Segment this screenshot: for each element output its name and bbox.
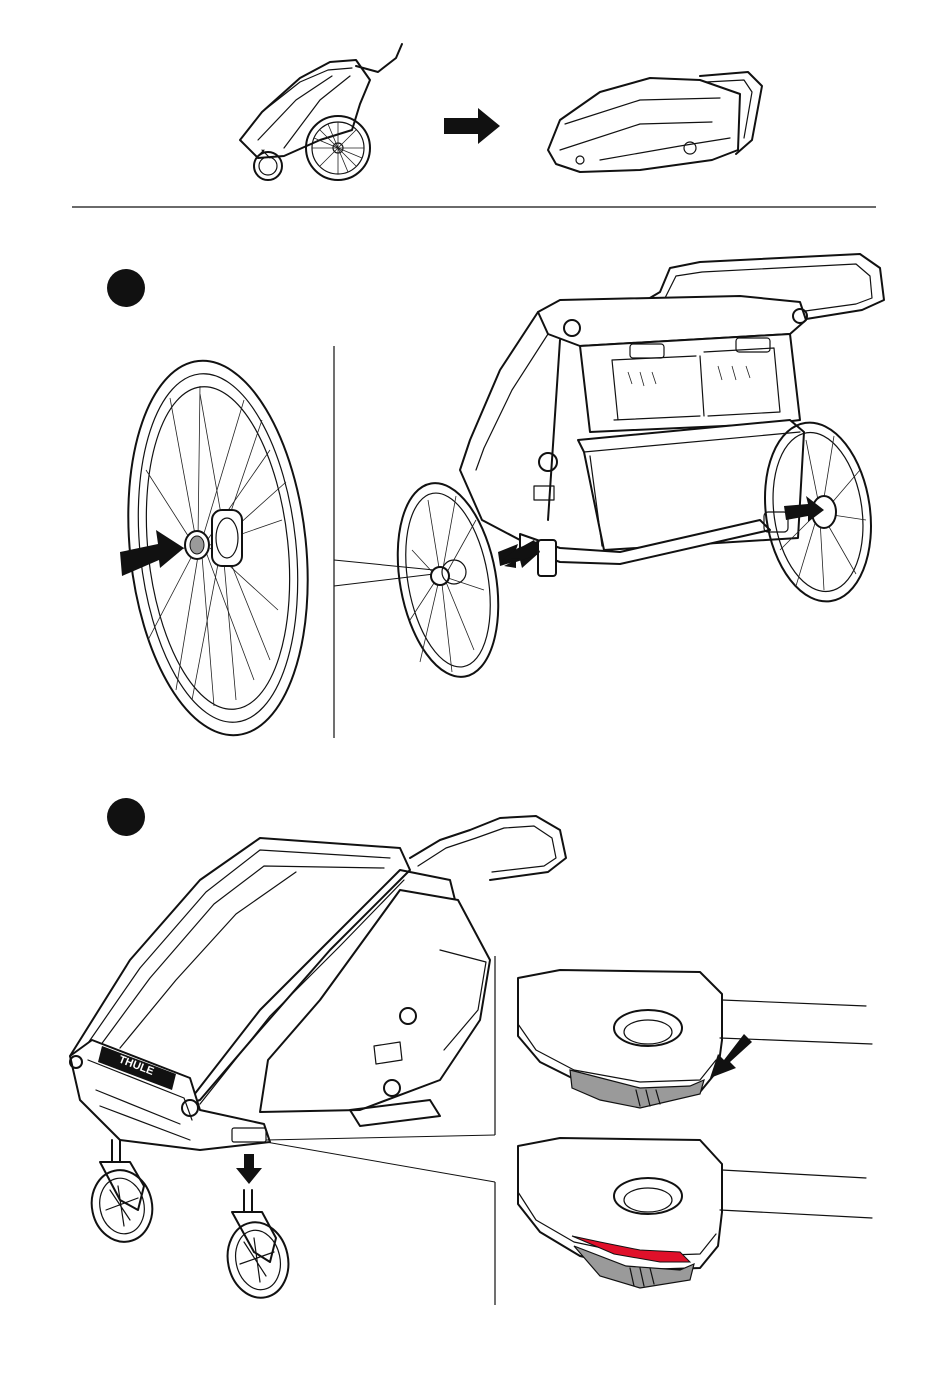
overview-unfolded-trailer [240,44,402,180]
step-2-marker [107,798,145,836]
release-tab-detail-locked [518,1138,872,1288]
trailer-left-wheel [384,475,513,685]
detail-callout-lines [334,346,434,738]
stroller-wheel-icon [85,1140,159,1247]
overview-direction-arrow [444,108,500,144]
overview-folded-trailer [548,72,762,172]
stroller-wheel-detached [221,1190,295,1303]
step-1-marker [107,269,145,307]
trailer-front-view: THULE [70,816,566,1150]
release-tab-detail-unlocked [518,970,872,1108]
pull-down-arrow-icon [236,1154,262,1184]
